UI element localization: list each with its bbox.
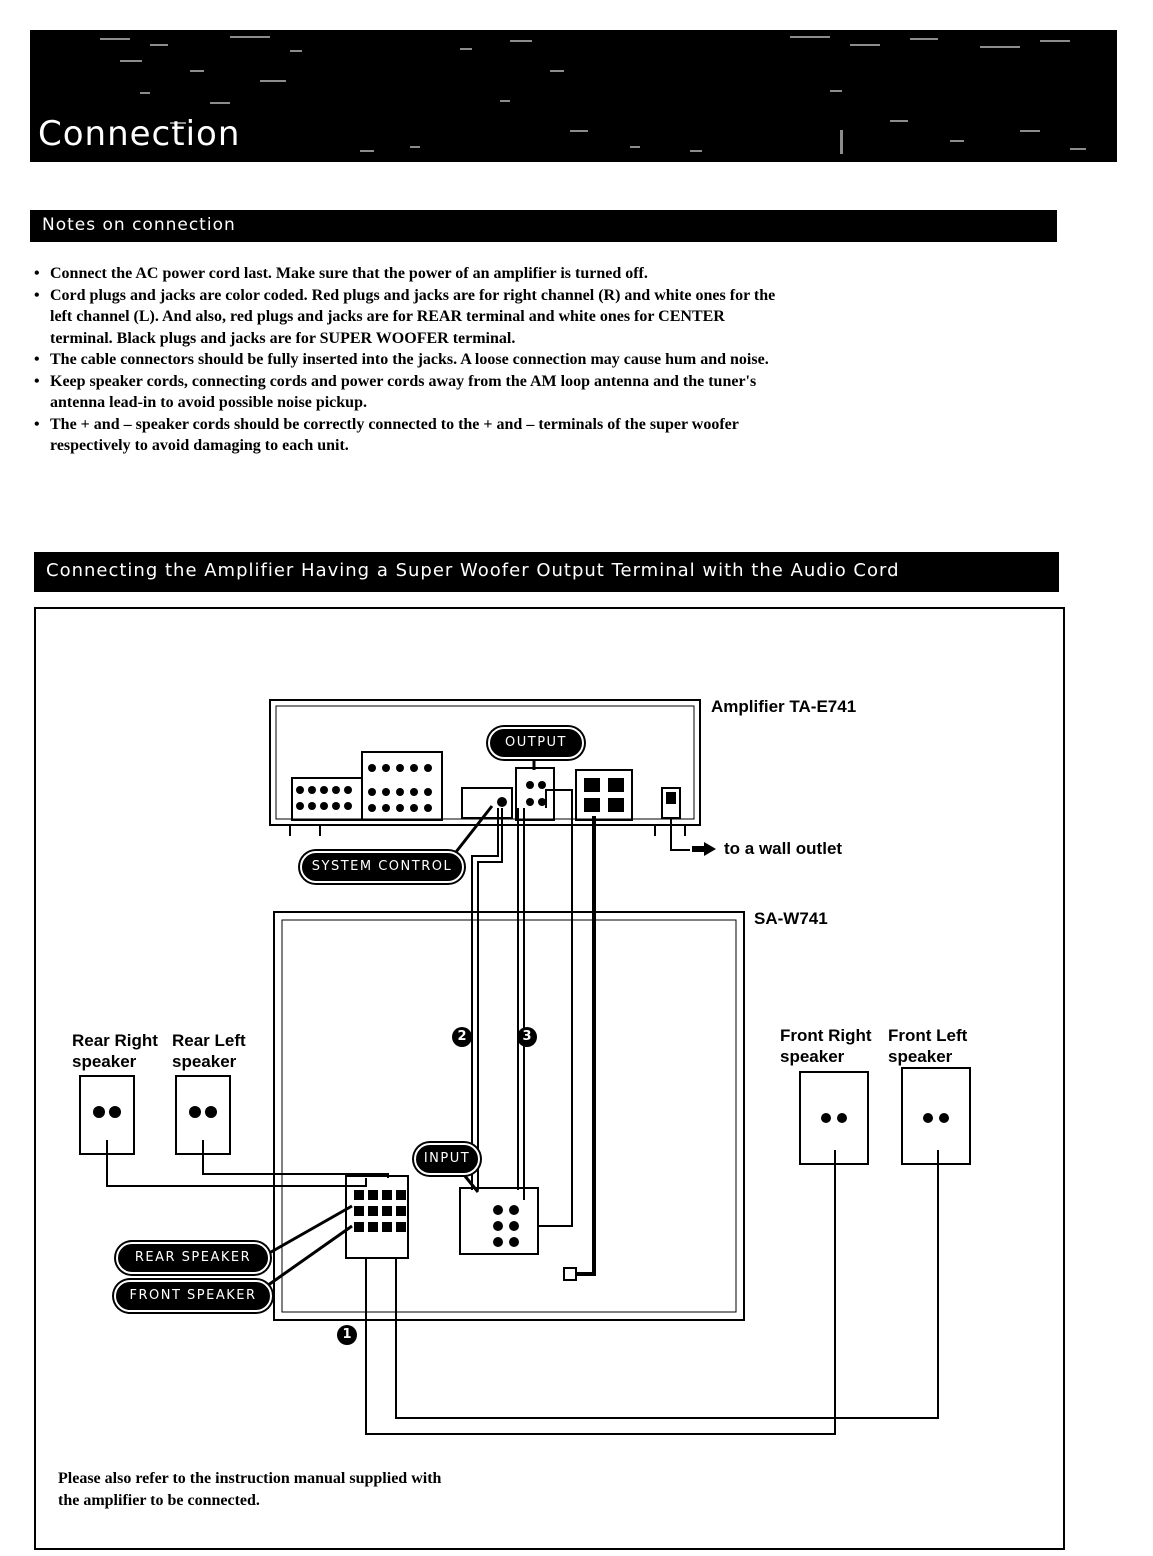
rear-right-line1: Rear Right <box>72 1031 158 1050</box>
rear-left-line1: Rear Left <box>172 1031 246 1050</box>
front-left-line1: Front Left <box>888 1026 968 1045</box>
subwoofer-jacks <box>354 1190 519 1247</box>
note-item: Connect the AC power cord last. Make sur… <box>30 263 790 285</box>
subwoofer-unit <box>273 911 745 1321</box>
diagram-heading: Connecting the Amplifier Having a Super … <box>46 560 900 581</box>
marker-2: 2 <box>452 1027 472 1047</box>
amplifier-label: Amplifier TA-E741 <box>711 697 857 716</box>
amplifier-jacks <box>296 764 676 812</box>
output-pill: OUTPUT <box>488 727 584 759</box>
header-banner: Connection <box>30 30 1117 162</box>
system-control-pill: SYSTEM CONTROL <box>300 851 464 883</box>
rear-speaker-pill: REAR SPEAKER <box>116 1242 270 1274</box>
note-item: The cable connectors should be fully ins… <box>30 349 790 371</box>
subwoofer-label: SA-W741 <box>754 909 828 928</box>
diagram-heading-bar: Connecting the Amplifier Having a Super … <box>34 552 1059 592</box>
note-item: The + and – speaker cords should be corr… <box>30 414 790 457</box>
notes-heading-bar: Notes on connection <box>30 210 1057 242</box>
amplifier-unit <box>269 699 701 836</box>
connection-diagram <box>34 607 1065 1550</box>
front-speaker-pill: FRONT SPEAKER <box>114 1280 272 1312</box>
footnote-line2: the amplifier to be connected. <box>58 1492 260 1509</box>
front-left-line2: speaker <box>888 1047 953 1066</box>
front-right-speaker-label: Front Right speaker <box>780 1025 872 1067</box>
rear-right-line2: speaker <box>72 1052 137 1071</box>
notes-list: Connect the AC power cord last. Make sur… <box>30 263 790 457</box>
wall-outlet-arrow <box>692 842 716 856</box>
front-left-speaker-label: Front Left speaker <box>888 1025 967 1067</box>
rear-left-speaker-label: Rear Left speaker <box>172 1030 246 1072</box>
front-right-line1: Front Right <box>780 1026 872 1045</box>
rear-right-speaker-label: Rear Right speaker <box>72 1030 158 1072</box>
wall-outlet-label: to a wall outlet <box>724 839 843 858</box>
marker-3: 3 <box>517 1027 537 1047</box>
banner-texture <box>100 36 1086 154</box>
input-pill: INPUT <box>414 1143 480 1175</box>
note-item: Keep speaker cords, connecting cords and… <box>30 371 790 414</box>
diagram-footnote: Please also refer to the instruction man… <box>58 1468 441 1512</box>
front-right-line2: speaker <box>780 1047 845 1066</box>
marker-1: 1 <box>337 1325 357 1345</box>
notes-heading: Notes on connection <box>42 215 236 235</box>
cables <box>106 789 939 1435</box>
footnote-line1: Please also refer to the instruction man… <box>58 1470 442 1487</box>
note-item: Cord plugs and jacks are color coded. Re… <box>30 285 790 350</box>
page-title: Connection <box>38 114 241 154</box>
rear-left-line2: speaker <box>172 1052 237 1071</box>
speaker-terminals <box>93 1106 949 1123</box>
